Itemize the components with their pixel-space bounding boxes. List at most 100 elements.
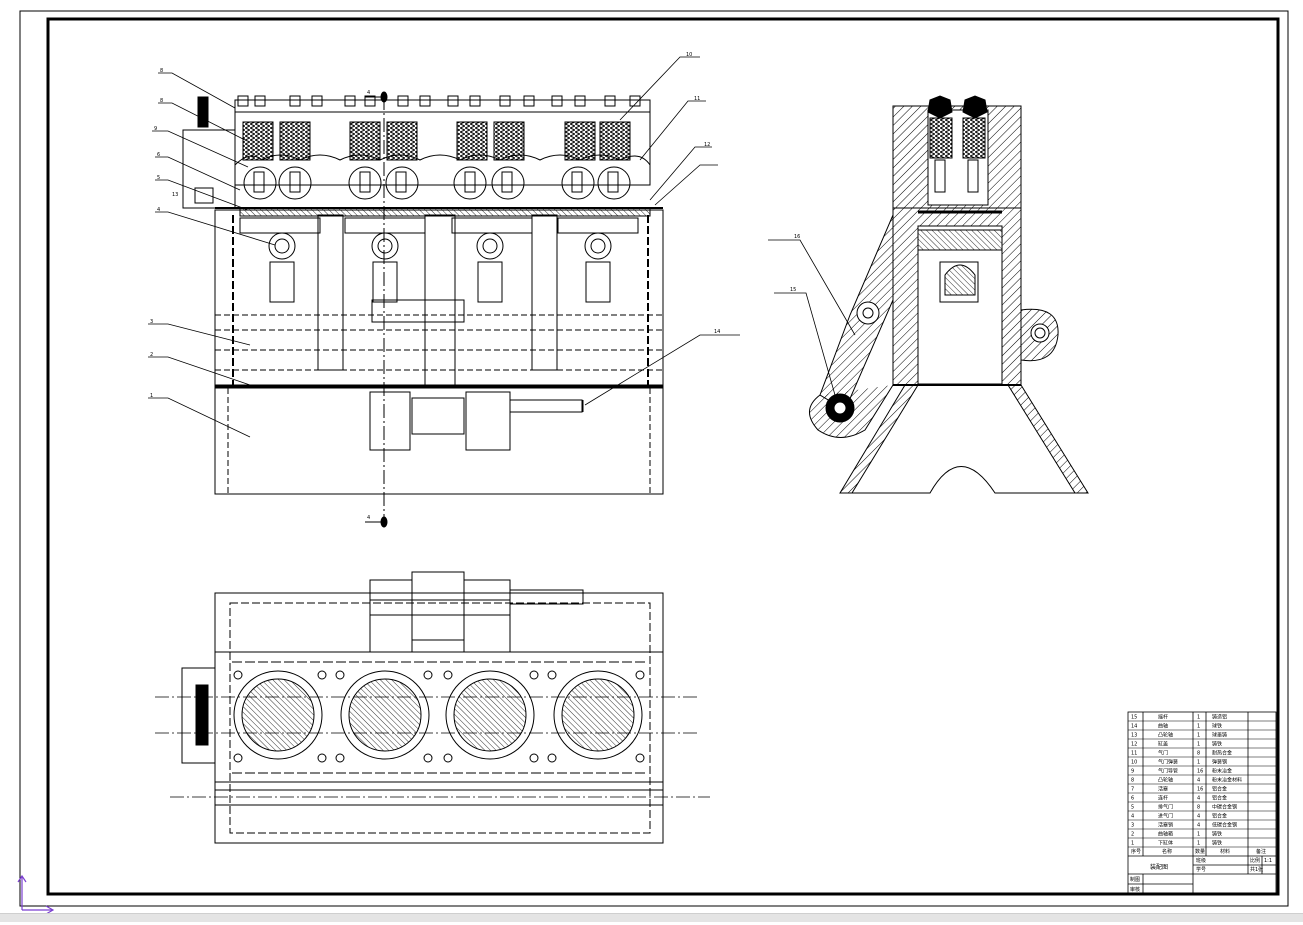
parts-cell-no: 6 [1131,796,1134,802]
title-block-lower [1128,855,1276,894]
side-section-view [809,95,1089,494]
svg-text:6: 6 [157,152,160,158]
svg-text:13: 13 [172,192,178,198]
cylinder-bores [233,670,643,760]
parts-cell-no: 11 [1131,751,1137,757]
svg-text:4: 4 [367,90,370,96]
parts-cell-qty: 1 [1197,715,1200,721]
parts-cell-material: 铸铁 [1212,840,1222,847]
parts-cell-name: 下缸体 [1158,840,1173,847]
draw-label: 制图 [1130,876,1140,883]
parts-cell-qty: 1 [1197,742,1200,748]
parts-cell-material: 球墨铸 [1212,732,1227,739]
parts-cell-no: 2 [1131,832,1134,838]
ucs-axis-icon [17,874,55,915]
parts-cell-qty: 1 [1197,841,1200,847]
parts-cell-material: 铸铁 [1212,741,1222,748]
svg-text:8: 8 [160,98,163,104]
parts-cell-qty: 8 [1197,751,1200,757]
parts-cell-material: 球铁 [1212,723,1222,730]
parts-cell-no: 10 [1131,760,1137,766]
parts-cell-no: 5 [1131,805,1134,811]
parts-cell-name: 气门弹簧 [1158,759,1178,766]
parts-cell-name: 排气门 [1158,804,1173,811]
parts-cell-material: 中碳合金钢 [1212,804,1237,811]
header-material: 材料 [1220,848,1230,855]
parts-cell-name: 连杆 [1158,795,1168,802]
parts-cell-qty: 1 [1197,832,1200,838]
parts-cell-no: 13 [1131,733,1137,739]
parts-cell-qty: 1 [1197,733,1200,739]
parts-cell-material: 粉末冶金 [1212,768,1232,775]
parts-cell-no: 7 [1131,787,1134,793]
parts-cell-name: 气门导管 [1158,768,1178,775]
parts-cell-no: 1 [1131,841,1134,847]
parts-cell-material: 弹簧钢 [1212,759,1227,766]
parts-cell-qty: 1 [1197,724,1200,730]
parts-cell-qty: 4 [1197,814,1200,820]
parts-cell-name: 曲轴箱 [1158,831,1173,838]
field-class: 班级 [1196,857,1206,864]
bolt-holes [233,670,645,763]
parts-cell-qty: 4 [1197,778,1200,784]
header-name: 名称 [1162,848,1172,855]
parts-cell-no: 14 [1131,724,1137,730]
header-remark: 备注 [1256,848,1266,855]
parts-cell-material: 耐热合金 [1212,750,1232,757]
parts-cell-material: 铝合金 [1212,786,1227,793]
header-no: 序号 [1131,848,1141,855]
side-leaders [768,239,856,396]
svg-text:8: 8 [160,68,163,74]
title-block [1127,711,1277,895]
scale-value: 1:1 [1264,858,1272,864]
parts-cell-qty: 16 [1197,769,1203,775]
parts-cell-material: 铸铁 [1212,831,1222,838]
svg-text:15: 15 [790,287,796,293]
parts-cell-material: 粉末冶金材料 [1212,777,1242,784]
parts-cell-qty: 4 [1197,796,1200,802]
header-qty: 数量 [1195,848,1205,855]
svg-text:5: 5 [157,175,160,181]
cam-caps [237,95,641,107]
parts-cell-name: 曲轴 [1158,723,1168,730]
svg-text:14: 14 [714,329,720,335]
parts-cell-no: 8 [1131,778,1134,784]
svg-text:9: 9 [154,126,157,132]
parts-cell-no: 3 [1131,823,1134,829]
svg-text:1: 1 [150,393,153,399]
svg-text:12: 12 [704,142,710,148]
front-balloon-labels: 8 8 9 6 5 4 3 2 1 4 4 13 10 11 12 14 [150,52,720,521]
front-view [182,91,664,528]
parts-cell-material: 低碳合金钢 [1212,822,1237,829]
parts-cell-qty: 8 [1197,805,1200,811]
parts-cell-no: 15 [1131,715,1137,721]
svg-text:3: 3 [150,319,153,325]
parts-cell-qty: 4 [1197,823,1200,829]
side-balloon-labels: 16 15 [790,234,800,293]
svg-text:2: 2 [150,352,153,358]
svg-text:11: 11 [694,96,700,102]
parts-cell-name: 活塞 [1158,786,1168,793]
svg-text:4: 4 [367,515,370,521]
field-student-id: 学号 [1196,866,1206,873]
parts-cell-name: 活塞销 [1158,822,1173,829]
top-view [155,571,710,844]
check-label: 审核 [1130,886,1140,893]
parts-cell-material: 铝合金 [1212,813,1227,820]
title-block-rows [1128,720,1276,848]
status-strip [0,913,1303,922]
parts-cell-name: 凸轮轴 [1158,732,1173,739]
parts-cell-no: 4 [1131,814,1134,820]
front-leaders [148,56,740,438]
parts-cell-no: 12 [1131,742,1137,748]
inner-frame [46,17,1280,896]
scale-label: 比例 [1250,857,1260,864]
parts-cell-name: 凸轮轴 [1158,777,1173,784]
drawing-title: 装配图 [1150,863,1168,871]
parts-cell-name: 缸盖 [1158,741,1168,748]
parts-cell-no: 9 [1131,769,1134,775]
svg-text:10: 10 [686,52,692,58]
